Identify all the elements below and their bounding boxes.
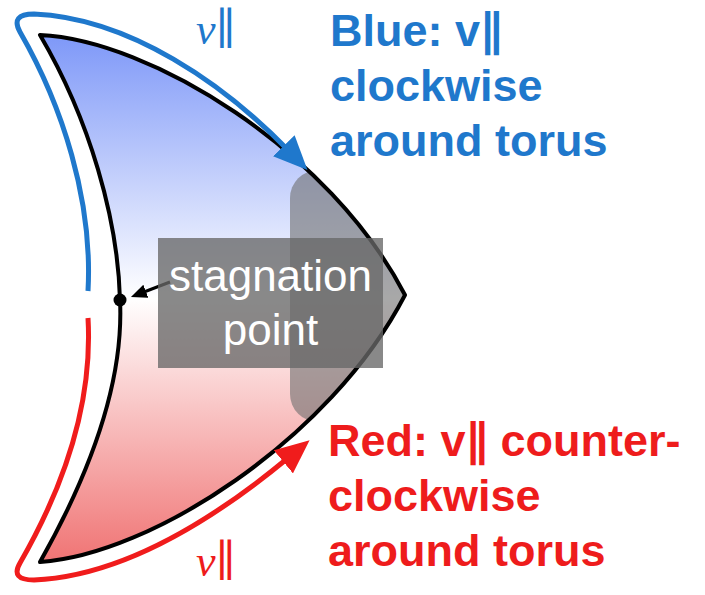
node-label: stagnation point (164, 249, 377, 357)
label-box: stagnation point (158, 238, 383, 368)
direction-note: Blue: v∥ clockwise around torus (330, 3, 702, 168)
velocity-symbol: v∥ (196, 536, 256, 588)
stagnation-dot (114, 294, 127, 307)
velocity-symbol: v∥ (196, 4, 256, 56)
direction-note: Red: v∥ counter-clockwise around torus (328, 413, 703, 578)
